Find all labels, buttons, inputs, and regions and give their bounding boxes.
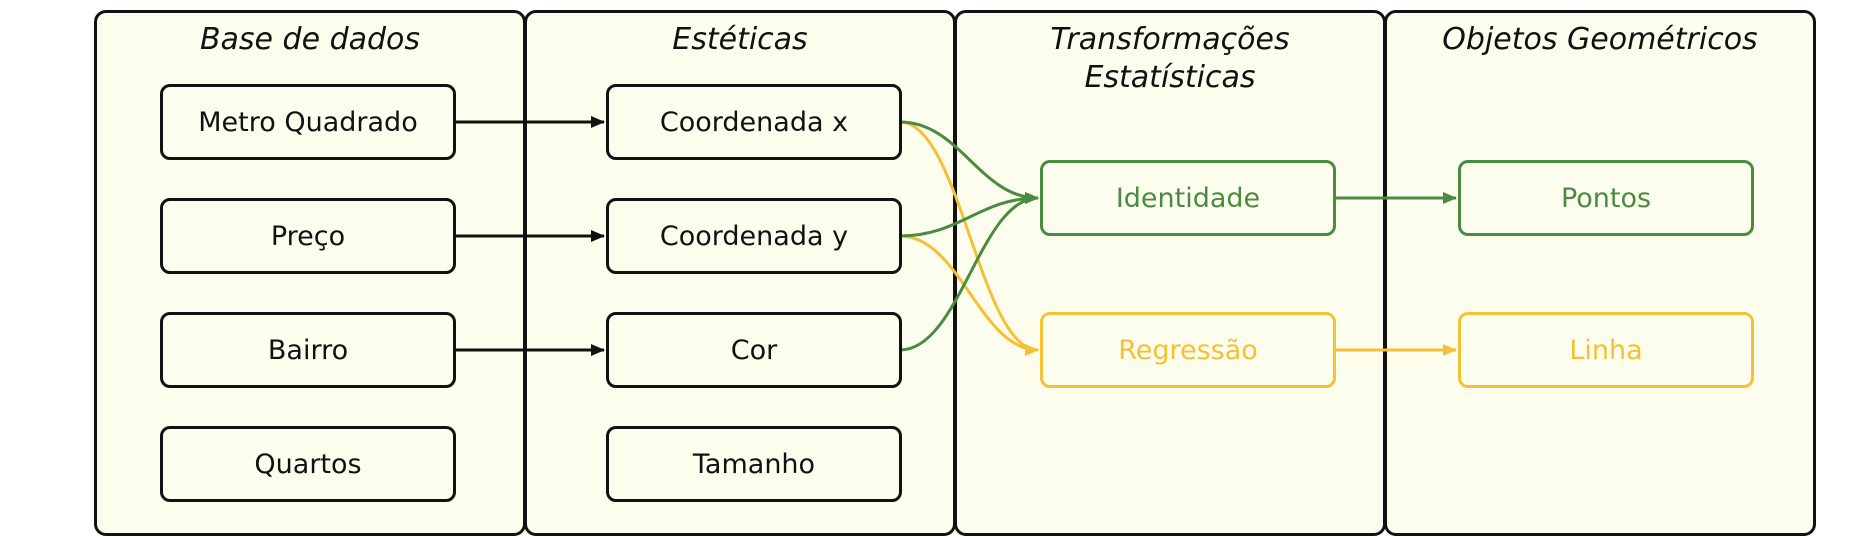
node-identidade: Identidade bbox=[1040, 160, 1336, 236]
node-metro-quadrado: Metro Quadrado bbox=[160, 84, 456, 160]
panel-title-objetos-geometricos: Objetos Geométricos bbox=[1442, 22, 1758, 57]
node-coordenada-x: Coordenada x bbox=[606, 84, 902, 160]
panel-title-esteticas: Estéticas bbox=[672, 22, 808, 57]
panel-objetos-geometricos: Objetos Geométricos bbox=[1384, 10, 1816, 536]
node-linha: Linha bbox=[1458, 312, 1754, 388]
node-tamanho: Tamanho bbox=[606, 426, 902, 502]
node-regressao: Regressão bbox=[1040, 312, 1336, 388]
panel-title-transformacoes-estatisticas: Transformações Estatísticas bbox=[1050, 22, 1290, 95]
node-preco: Preço bbox=[160, 198, 456, 274]
node-quartos: Quartos bbox=[160, 426, 456, 502]
panel-transformacoes-estatisticas: Transformações Estatísticas bbox=[954, 10, 1386, 536]
node-pontos: Pontos bbox=[1458, 160, 1754, 236]
node-bairro: Bairro bbox=[160, 312, 456, 388]
panel-title-base-de-dados: Base de dados bbox=[199, 22, 421, 57]
node-cor: Cor bbox=[606, 312, 902, 388]
node-coordenada-y: Coordenada y bbox=[606, 198, 902, 274]
